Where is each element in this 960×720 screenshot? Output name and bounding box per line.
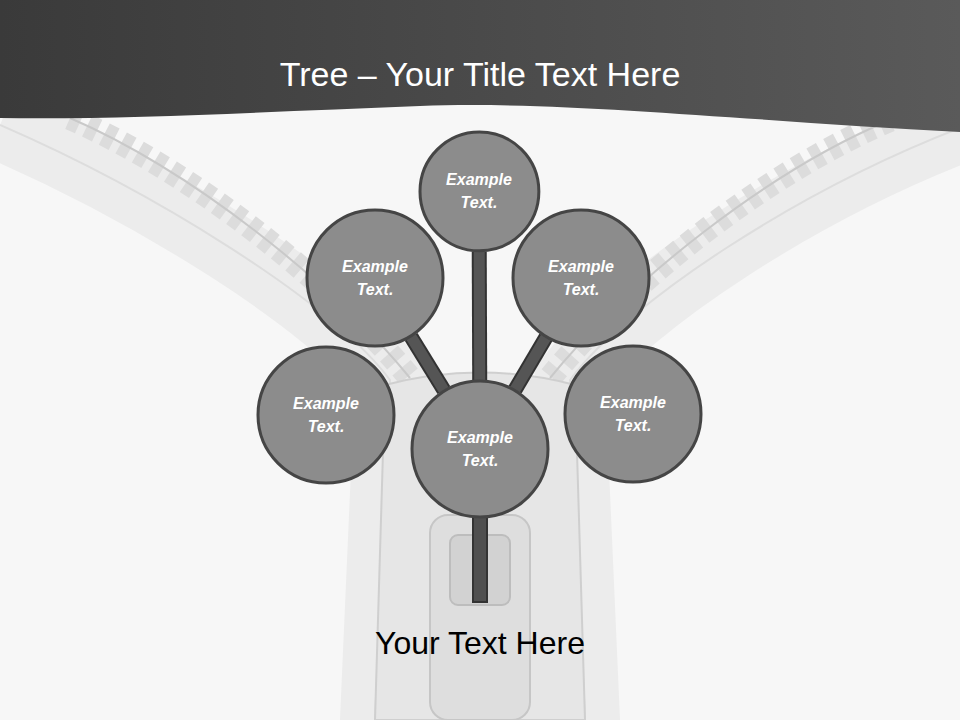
node-text: Example Text. [280,392,372,438]
circle-shape [307,210,443,346]
circle-outline [305,208,445,348]
branch-fill [411,337,444,390]
branch-outline [411,337,444,390]
node-text: Example Text. [535,255,627,301]
node-text: Example Text. [587,391,679,437]
tree-circle: Example Text. [305,208,445,348]
tree-branch [479,251,481,380]
circle-outline [563,344,703,484]
circle-shape [258,347,394,483]
tree-stem [473,512,487,602]
circle-shape [420,132,539,251]
circle-shape [565,346,701,482]
tree-circle: Example Text. [563,344,703,484]
tree-circle: Example Text. [511,208,651,348]
slide-title: Tree – Your Title Text Here [20,52,940,96]
branch-fill [474,251,486,380]
tree-circle: Example Text. [256,345,396,485]
node-text: Example Text. [329,255,421,301]
branch-fill [515,337,546,389]
circle-shape [513,210,649,346]
branch-outline [515,337,546,389]
node-text: Example Text. [433,168,525,214]
circle-outline [410,379,550,519]
circle-outline [511,208,651,348]
tree-circle: Example Text. [418,130,541,253]
node-text: Example Text. [434,426,526,472]
zipper-tape [0,125,960,720]
circle-shape [412,381,548,517]
branch-outline [472,251,488,380]
zipper-slider [375,373,585,720]
header-band [0,0,960,132]
circle-outline [256,345,396,485]
tree-circle: Example Text. [410,379,550,519]
slide-caption: Your Text Here [20,622,940,664]
circle-outline [418,130,541,253]
tree-branch [411,337,444,390]
tree-branch [515,337,546,389]
